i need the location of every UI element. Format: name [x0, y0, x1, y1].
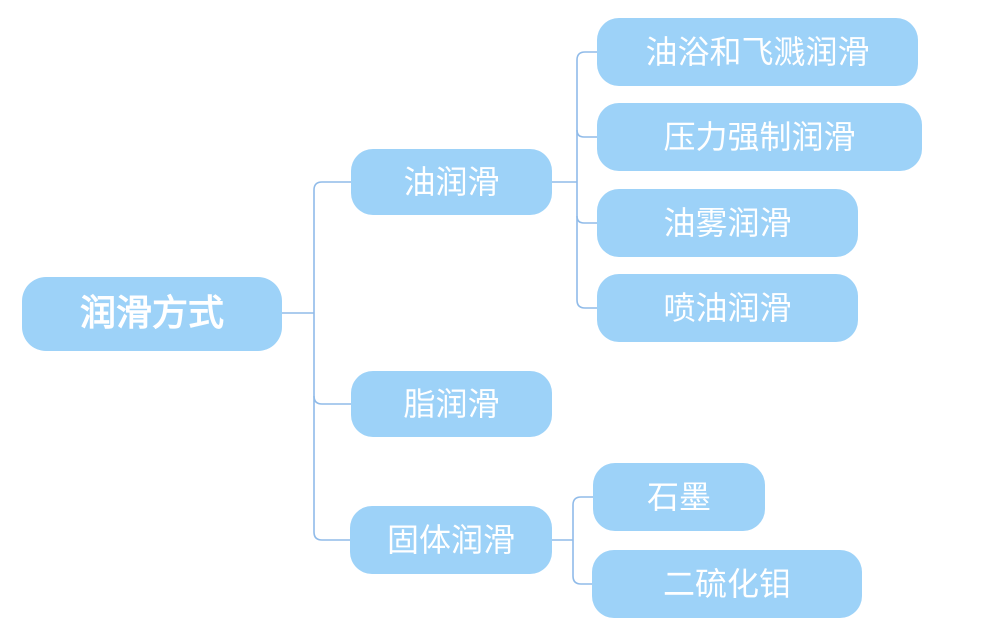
- node-solid-lubrication-label: 固体润滑: [386, 521, 515, 559]
- connector-solid-bracket: [572, 496, 593, 585]
- node-graphite-label: 石墨: [646, 478, 711, 516]
- node-grease-lubrication[interactable]: 脂润滑: [351, 371, 552, 437]
- connector-oil-branch-mist: [576, 215, 597, 224]
- node-graphite[interactable]: 石墨: [593, 463, 765, 531]
- connector-group: [282, 51, 597, 585]
- connector-oil-branch-pressure: [576, 129, 597, 138]
- node-oil-bath-splash-label: 油浴和飞溅润滑: [645, 33, 870, 71]
- node-oil-bath-splash[interactable]: 油浴和飞溅润滑: [597, 18, 918, 86]
- node-pressure-forced-label: 压力强制润滑: [663, 118, 856, 156]
- node-oil-mist-label: 油雾润滑: [663, 204, 792, 242]
- node-molybdenum-disulfide-label: 二硫化钼: [662, 565, 791, 603]
- node-oil-mist[interactable]: 油雾润滑: [597, 189, 858, 257]
- node-pressure-forced[interactable]: 压力强制润滑: [597, 103, 922, 171]
- connector-oil-bracket: [576, 51, 597, 309]
- node-lubrication-method-label: 润滑方式: [79, 293, 224, 334]
- node-grease-lubrication-label: 脂润滑: [403, 385, 500, 423]
- node-oil-spray-label: 喷油润滑: [663, 289, 792, 327]
- node-solid-lubrication[interactable]: 固体润滑: [350, 506, 552, 574]
- node-oil-lubrication[interactable]: 油润滑: [351, 149, 552, 215]
- node-molybdenum-disulfide[interactable]: 二硫化钼: [592, 550, 862, 618]
- connector-root-bracket: [313, 181, 351, 541]
- connector-root-branch-grease: [313, 395, 351, 405]
- node-lubrication-method[interactable]: 润滑方式: [22, 277, 282, 351]
- node-oil-spray[interactable]: 喷油润滑: [597, 274, 858, 342]
- node-oil-lubrication-label: 油润滑: [403, 163, 500, 201]
